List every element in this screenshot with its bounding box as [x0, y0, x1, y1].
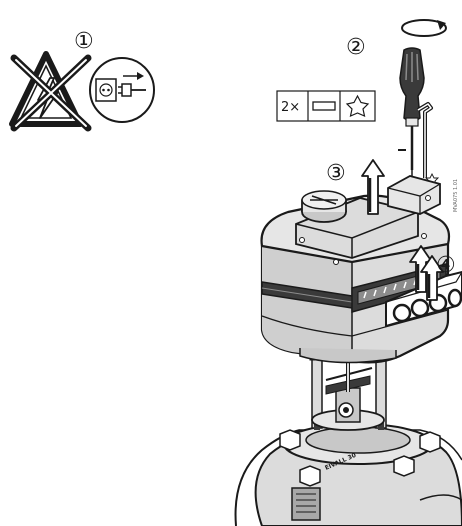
step-2-label: ②: [346, 35, 366, 60]
valve-body: EIVALL 30: [234, 423, 462, 526]
screwdriver-icon: [399, 47, 425, 176]
lift-arrow-step4-a: [409, 245, 433, 293]
valve-yoke: [309, 344, 389, 431]
rotate-arrow-icon: [401, 19, 447, 37]
actuator-housing: [260, 175, 451, 364]
step-1-label: ①: [74, 29, 94, 54]
tool-quantity: 2×: [281, 100, 300, 115]
flat-bit-icon: [312, 101, 336, 111]
lift-arrow-step4-b: [420, 255, 444, 301]
step-3-label: ③: [326, 161, 346, 186]
cable-gland-plate: [385, 270, 462, 328]
torx-bit-icon: [345, 94, 370, 118]
lift-arrow-step3: [361, 159, 385, 215]
drawing-code: MVA075 1.01: [453, 179, 459, 212]
allen-key-icon: [416, 102, 433, 178]
unplug-power-icon: [89, 57, 155, 123]
step-4-label: ④: [436, 253, 456, 278]
no-voltage-warning-icon: [9, 51, 92, 132]
tool-selector-box: 2×: [276, 90, 376, 122]
